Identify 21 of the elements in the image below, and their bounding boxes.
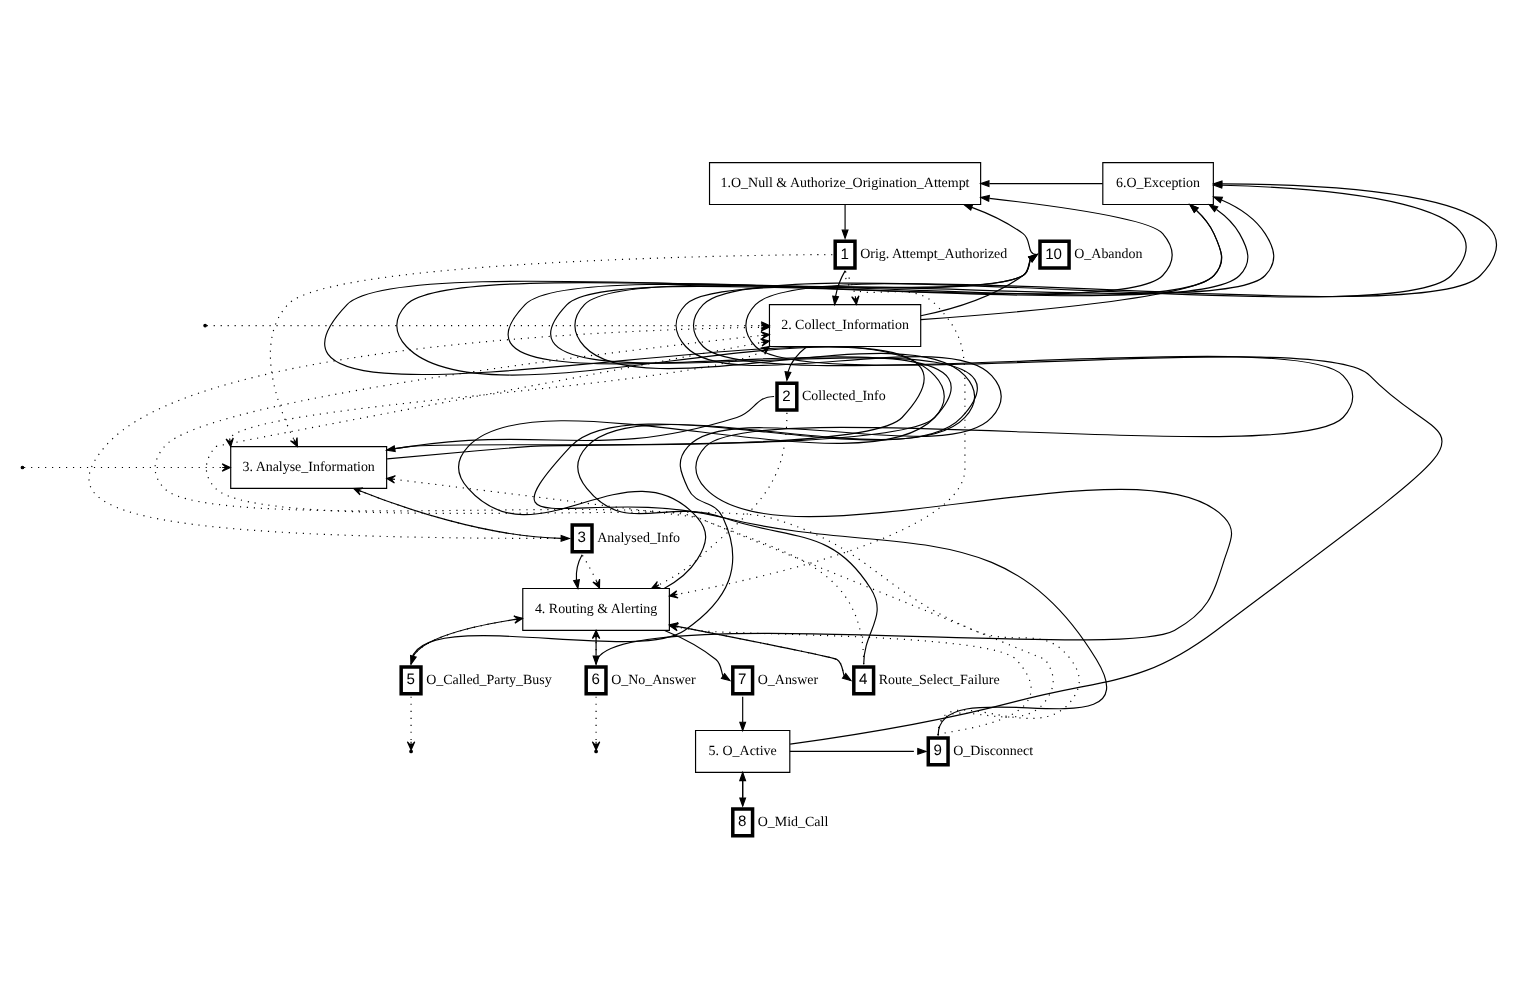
arrow (844, 270, 860, 305)
arrow (664, 629, 732, 682)
arrow (205, 338, 1080, 736)
arrow (651, 412, 788, 589)
arrow (920, 203, 1223, 321)
arrow (668, 270, 966, 599)
arrow (739, 696, 747, 733)
arrow (979, 179, 1104, 188)
arrow (23, 466, 223, 469)
arrow (920, 253, 1039, 317)
arrow (386, 475, 1054, 736)
arrow (396, 253, 1039, 589)
arrow (581, 554, 601, 589)
arrow (832, 270, 846, 307)
arrow (533, 194, 1173, 736)
arrow (572, 554, 583, 591)
arrow (784, 346, 808, 382)
arrow (269, 254, 833, 448)
arrow (841, 204, 849, 241)
arrow (962, 204, 1038, 256)
arrow (789, 747, 928, 756)
